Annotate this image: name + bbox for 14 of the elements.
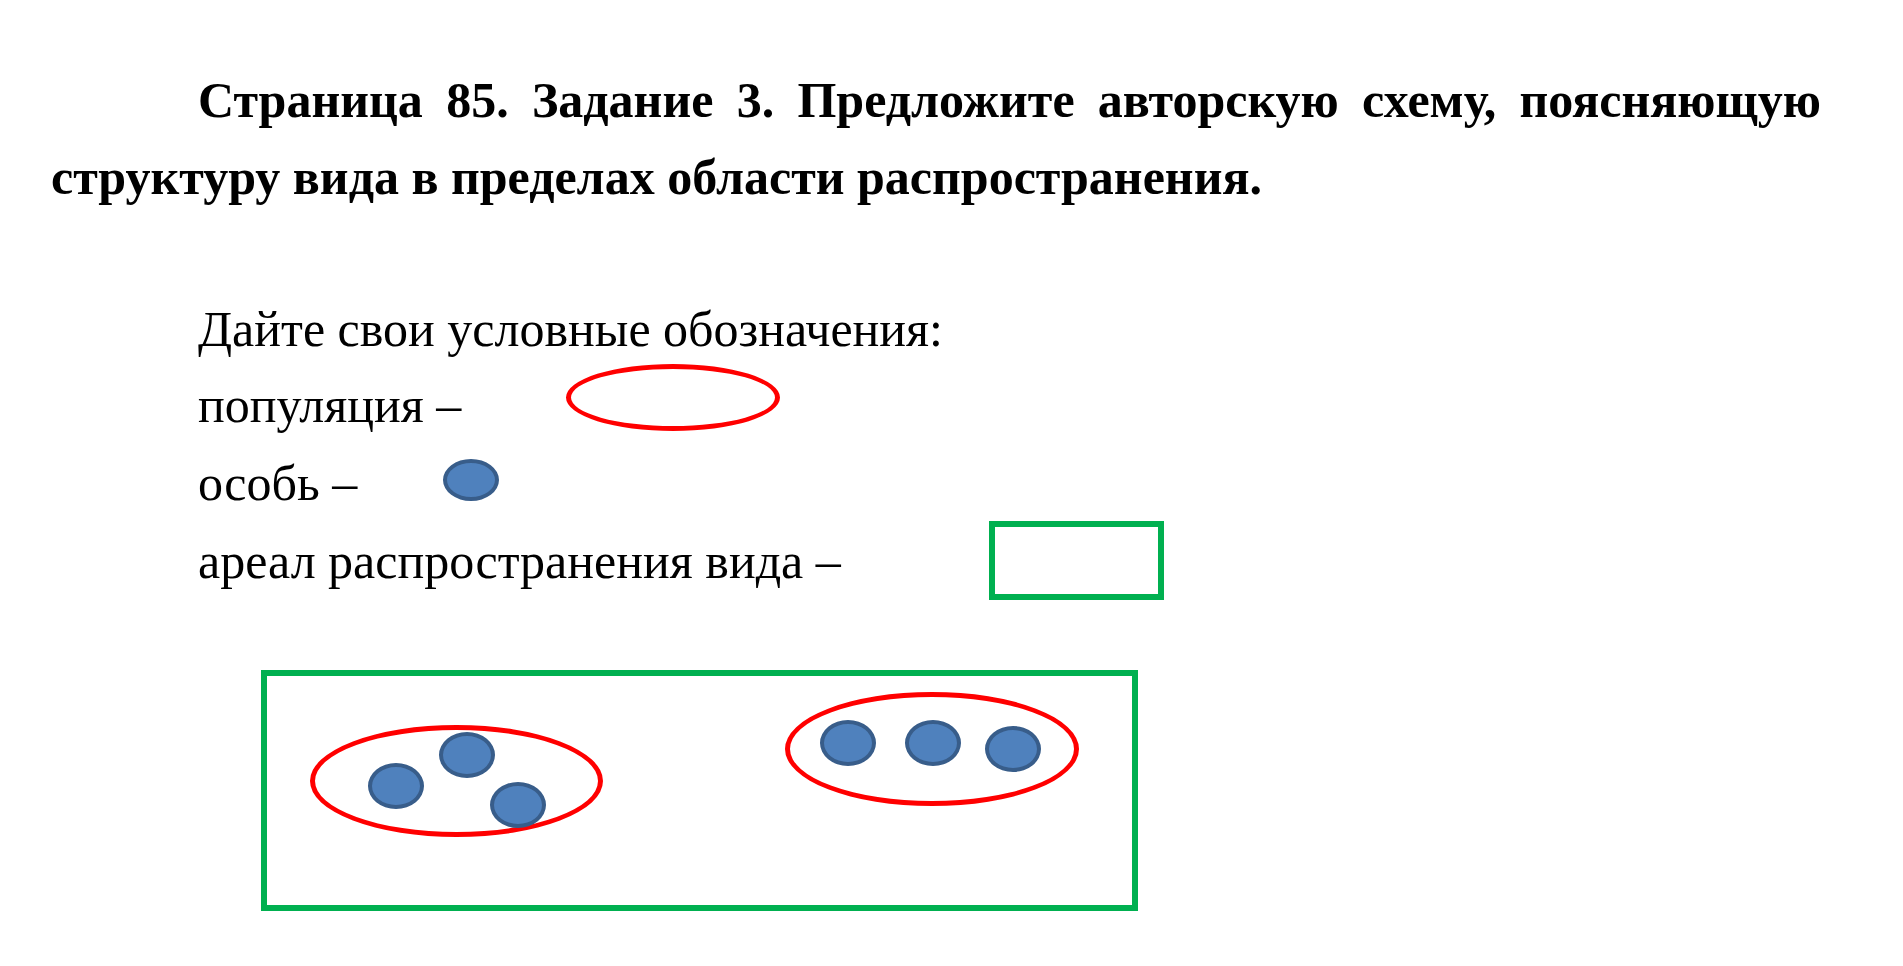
individual-circle xyxy=(985,726,1041,772)
population-ellipse xyxy=(785,692,1079,806)
individual-circle xyxy=(368,763,424,809)
range-rectangle xyxy=(261,670,1138,911)
individual-circle xyxy=(905,720,961,766)
legend-label: ареал распространения вида – xyxy=(198,532,841,590)
instruction-text: Дайте свои условные обозначения: xyxy=(198,300,943,358)
legend-label: популяция – xyxy=(198,376,462,434)
individual-circle xyxy=(439,732,495,778)
individual-circle xyxy=(820,720,876,766)
individual-circle xyxy=(490,782,546,828)
legend-label: особь – xyxy=(198,454,358,512)
population-ellipse xyxy=(310,725,603,837)
title-heading: Страница 85. Задание 3. Предложите авторскую схему, поясняющую структуру вида в пределах области распространения. xyxy=(51,71,1821,207)
